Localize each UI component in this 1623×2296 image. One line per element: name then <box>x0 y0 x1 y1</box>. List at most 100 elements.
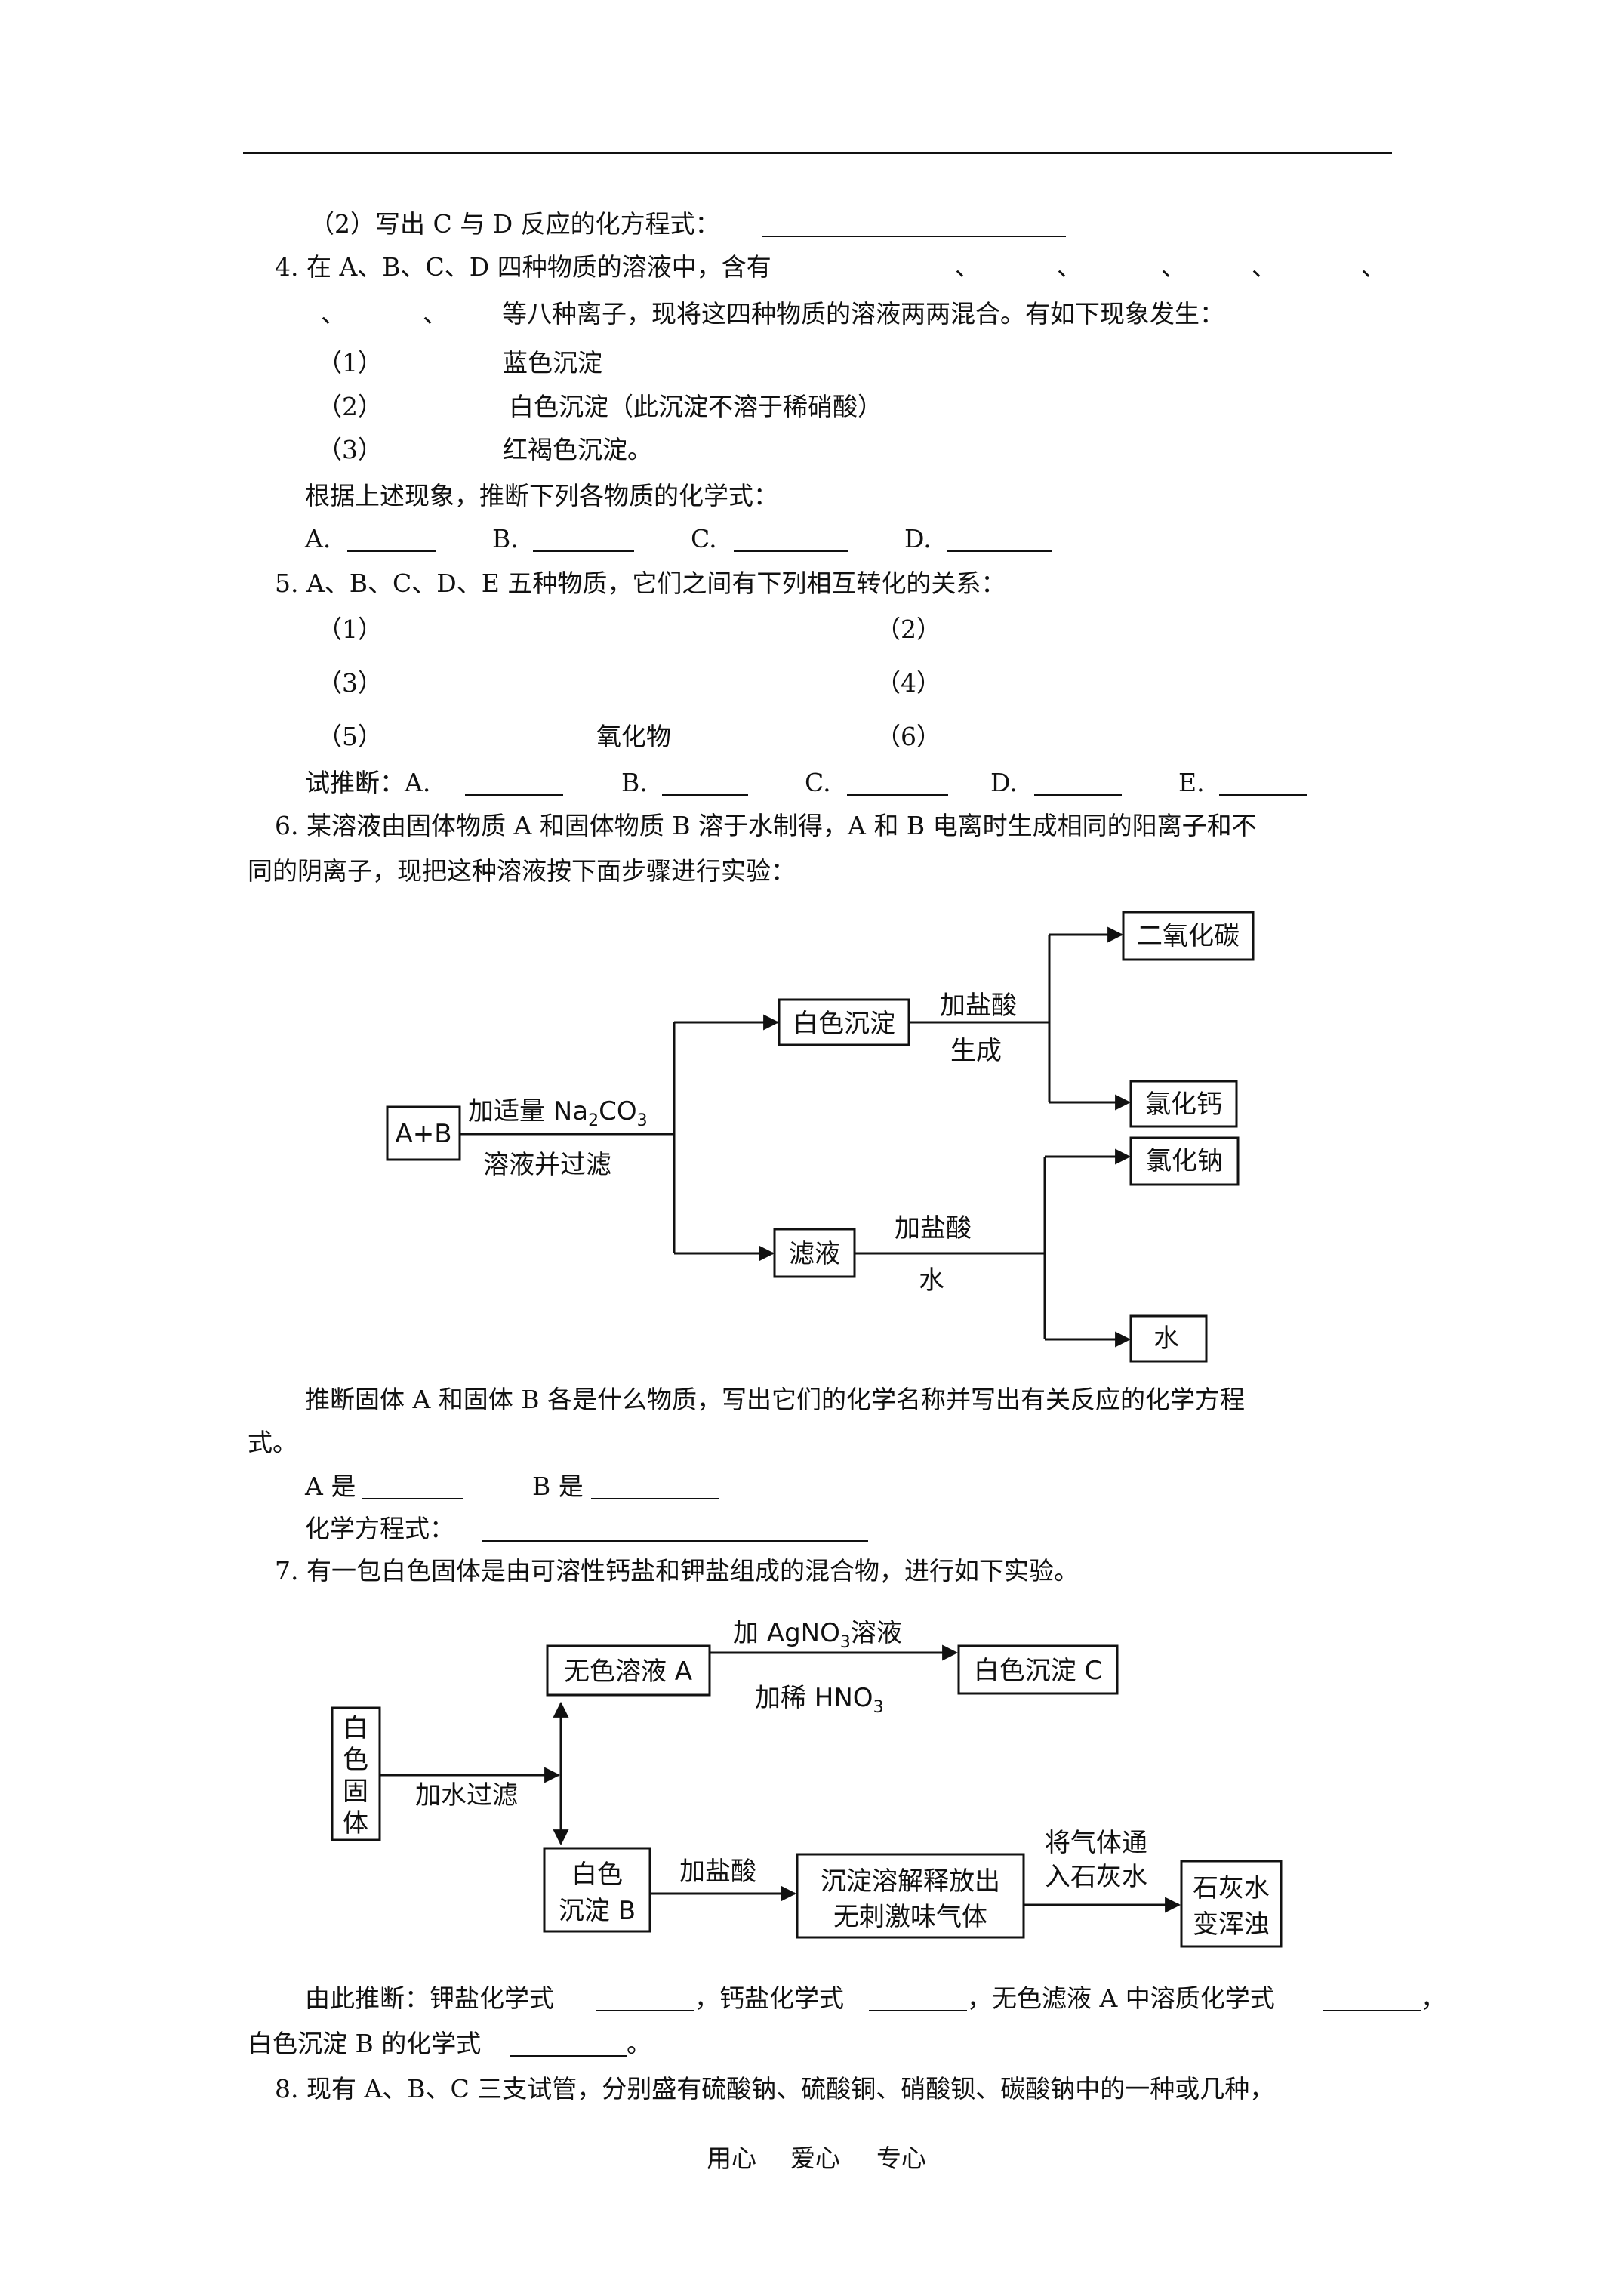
q5-rel-num: （4） <box>876 668 941 698</box>
q7-start-char: 色 <box>343 1745 368 1775</box>
q6-line1: 6. 某溶液由固体物质 A 和固体物质 B 溶于水制得，A 和 B 电离时生成相… <box>275 811 1257 840</box>
q4-answer-blank <box>533 550 634 552</box>
q6-acid-upper-under: 生成 <box>950 1036 1002 1066</box>
q5-answer-blank <box>662 794 748 796</box>
q6-cacl2-box <box>1129 1080 1238 1128</box>
q6-eq-label: 化学方程式： <box>305 1514 454 1543</box>
q4-sep: 、 <box>1361 252 1386 282</box>
q5-try: 试推断：A. <box>305 768 431 797</box>
q7-conclusion-2: ，钙盐化学式 <box>694 1983 844 2013</box>
q4-answer-label: B. <box>492 524 519 553</box>
q7-hno3-label: 加稀 HNO3 <box>755 1683 884 1717</box>
q6-nacl-label: 氯化钠 <box>1146 1146 1223 1176</box>
q4-sep: 、 <box>321 299 346 328</box>
q7-conclusion-1: 由此推断：钾盐化学式 <box>305 1983 554 2013</box>
q7-lime-label: 石灰水 <box>1193 1873 1270 1903</box>
q7-dissolve-box <box>796 1853 1025 1939</box>
q7-conclusion-6: 。 <box>627 2029 651 2058</box>
q7-conclusion-5: 白色沉淀 B 的化学式 <box>248 2029 482 2058</box>
q4-answer-blank <box>947 550 1052 552</box>
q5-rel-num: （1） <box>317 615 383 644</box>
q5-rel-num: （3） <box>317 668 383 698</box>
q8-text: 8. 现有 A、B、C 三支试管，分别盛有硫酸钠、硫酸铜、硝酸钡、碳酸钠中的一种… <box>275 2074 1275 2103</box>
q5-answer-blank <box>465 794 563 796</box>
q4-obs-num: （2） <box>317 392 383 421</box>
q4-answer-label: C. <box>691 524 717 553</box>
q7-lime-label: 变浑浊 <box>1193 1909 1270 1940</box>
q6-start-box <box>386 1105 461 1161</box>
q6-eq-blank <box>482 1540 868 1542</box>
q6-water-label: 水 <box>1153 1324 1179 1354</box>
q7-gas-label: 入石灰水 <box>1045 1862 1147 1892</box>
q4-obs-num: （3） <box>317 435 383 464</box>
q6-b-label: B 是 <box>532 1472 584 1501</box>
q7-filter-label: 加水过滤 <box>415 1780 518 1811</box>
q7-blank-ca <box>869 2010 967 2011</box>
q4-obs-text: 红褐色沉淀。 <box>503 435 652 464</box>
q7-pptB-label: 沉淀 B <box>559 1896 636 1926</box>
q4-answer-label: A. <box>305 524 331 553</box>
q7-conclusion-3: ，无色滤液 A 中溶质化学式 <box>967 1983 1275 2013</box>
q7-pptC-label: 白色沉淀 C <box>974 1656 1103 1686</box>
q5-oxide: 氧化物 <box>596 722 671 751</box>
q6-acid-lower-under: 水 <box>919 1265 944 1296</box>
q3-sub2: （2）写出 C 与 D 反应的化方程式： <box>310 209 720 239</box>
q4-sep: 、 <box>423 299 448 328</box>
q5-answer-blank <box>847 794 948 796</box>
q7-solA-box <box>546 1644 711 1697</box>
q6-ask-2: 式。 <box>248 1428 297 1457</box>
q6-acid-lower-label: 加盐酸 <box>895 1213 972 1244</box>
q4-obs-num: （1） <box>317 348 383 378</box>
q7-pptC-box <box>957 1644 1119 1695</box>
footer-word: 用心 <box>707 2143 756 2173</box>
q7-blank-pptB <box>510 2055 627 2057</box>
q6-line2: 同的阴离子，现把这种溶液按下面步骤进行实验： <box>248 856 796 886</box>
q4-sep: 、 <box>1057 252 1082 282</box>
q6-ppt-label: 白色沉淀 <box>793 1009 895 1039</box>
q7-blank-k <box>596 2010 694 2011</box>
q6-ppt-box <box>778 998 910 1046</box>
q4-answer-blank <box>734 550 848 552</box>
q6-cacl2-label: 氯化钙 <box>1145 1089 1222 1120</box>
q4-prompt: 根据上述现象，推断下列各物质的化学式： <box>305 481 778 510</box>
q5-answer-label: C. <box>805 768 831 797</box>
footer-word: 专心 <box>876 2143 926 2173</box>
q7-start-char: 固 <box>343 1777 368 1807</box>
q6-reagent-label-2: 溶液并过滤 <box>483 1150 611 1180</box>
q5-rel-num: （5） <box>317 722 383 751</box>
q4-sep: 、 <box>1161 252 1186 282</box>
q6-reagent-label: 加适量 Na2CO3 <box>468 1096 648 1130</box>
q7-pptB-label: 白色 <box>571 1860 623 1890</box>
q7-agno3-label: 加 AgNO3溶液 <box>733 1618 902 1652</box>
q5-answer-blank <box>1219 794 1307 796</box>
q7-acid-label: 加盐酸 <box>679 1857 756 1887</box>
q7-dissolve-label: 无刺激味气体 <box>833 1902 987 1932</box>
q6-nacl-box <box>1129 1136 1240 1186</box>
q6-co2-box <box>1122 911 1255 961</box>
header-rule <box>243 152 1392 154</box>
q7-dissolve-label: 沉淀溶解释放出 <box>821 1866 1000 1897</box>
q4-sep: 、 <box>955 252 980 282</box>
q5-intro: 5. A、B、C、D、E 五种物质，它们之间有下列相互转化的关系： <box>275 569 1006 598</box>
q6-b-blank <box>591 1498 719 1499</box>
q7-blank-solute <box>1323 2010 1421 2011</box>
q4-sep: 、 <box>1252 252 1277 282</box>
q6-a-blank <box>362 1498 463 1499</box>
footer-word: 爱心 <box>790 2143 840 2173</box>
q7-start-char: 白 <box>343 1713 368 1743</box>
q7-solA-label: 无色溶液 A <box>564 1657 692 1687</box>
q4-obs-text: 白色沉淀（此沉淀不溶于稀硝酸） <box>509 392 882 421</box>
q7-pptB-box <box>543 1847 651 1933</box>
q5-answer-label: D. <box>990 768 1018 797</box>
q7-intro: 7. 有一包白色固体是由可溶性钙盐和钾盐组成的混合物，进行如下实验。 <box>275 1556 1079 1586</box>
q6-acid-upper-label: 加盐酸 <box>940 991 1017 1021</box>
q4-obs-text: 蓝色沉淀 <box>503 348 602 378</box>
q6-water-box <box>1129 1314 1208 1363</box>
q4-intro: 4. 在 A、B、C、D 四种物质的溶液中，含有 <box>275 252 771 282</box>
q6-ask-1: 推断固体 A 和固体 B 各是什么物质，写出它们的化学名称并写出有关反应的化学方… <box>305 1385 1246 1414</box>
q7-conclusion-4: ， <box>1421 1983 1446 2013</box>
q6-filtrate-label: 滤液 <box>789 1239 840 1269</box>
q4-answer-blank <box>347 550 436 552</box>
